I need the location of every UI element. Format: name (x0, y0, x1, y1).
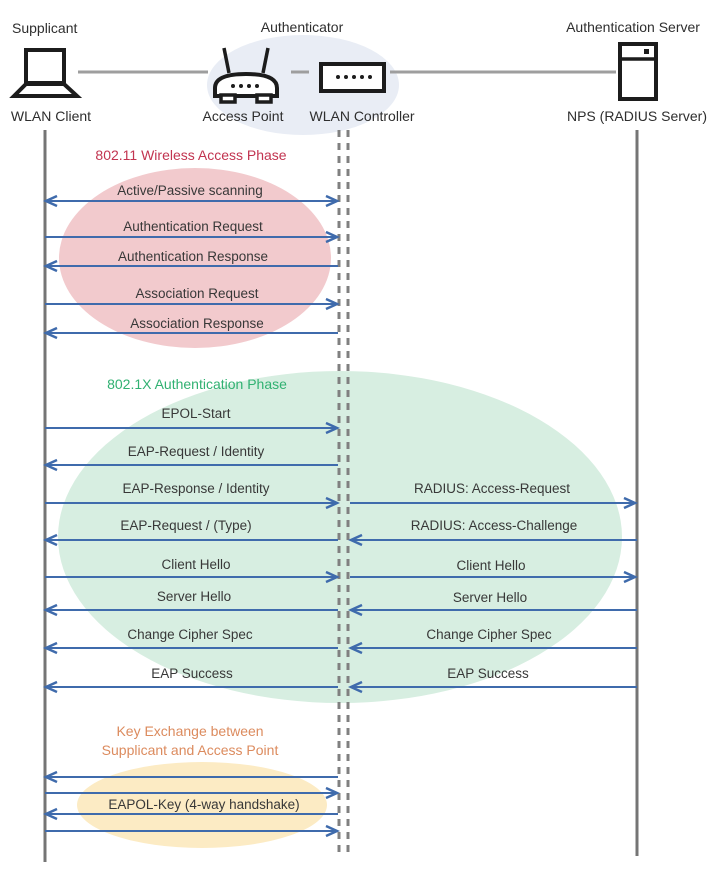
arrow-server-hello-left (42, 603, 338, 617)
laptop-icon (9, 48, 83, 98)
arrow-client-hello-right (350, 570, 639, 584)
phase-title-key-exchange-line2: Supplicant and Access Point (101, 742, 279, 758)
arrow-association-response (42, 326, 338, 340)
arrow-eap-request-identity (42, 458, 338, 472)
arrow-eap-request-type (42, 533, 338, 547)
message-label: EAP Success (151, 666, 233, 681)
arrow-change-cipher-spec-right (347, 641, 637, 655)
role-label-supplicant: Supplicant (12, 20, 78, 36)
arrow-client-hello-left (45, 570, 341, 584)
authenticator-group-ellipse (207, 35, 399, 135)
message-label: Authentication Response (117, 249, 269, 264)
key-exchange-ellipse (77, 762, 327, 848)
message-label: Association Request (135, 286, 259, 301)
arrow-eap-response-identity (45, 496, 341, 510)
message-label: EAP-Request / Identity (127, 444, 265, 459)
role-label-authenticator: Authenticator (260, 19, 344, 35)
role-label-authentication-server: Authentication Server (566, 19, 700, 35)
message-label: EPOL-Start (161, 406, 231, 421)
arrow-active-passive-scanning (42, 194, 341, 208)
arrow-server-hello-right (347, 603, 637, 617)
message-label: RADIUS: Access-Request (413, 481, 571, 496)
arrow-eapol-key-4 (45, 824, 341, 838)
access-point-icon (213, 47, 279, 104)
arrow-eap-success-left (42, 680, 338, 694)
arrow-association-request (45, 297, 341, 311)
message-label: RADIUS: Access-Challenge (410, 518, 578, 533)
server-icon (618, 42, 658, 101)
message-label: Association Response (130, 316, 264, 331)
message-label: Authentication Request (123, 219, 263, 234)
arrow-change-cipher-spec-left (42, 641, 338, 655)
arrow-eapol-key-1 (42, 770, 338, 784)
arrow-radius-access-request (350, 496, 639, 510)
message-label: Change Cipher Spec (426, 627, 552, 642)
arrow-radius-access-challenge (347, 533, 637, 547)
message-label: Client Hello (161, 557, 231, 572)
arrow-authentication-request (45, 230, 341, 244)
message-label: EAP-Request / (Type) (120, 518, 252, 533)
device-label-wlan-client: WLAN Client (10, 108, 92, 124)
message-label: Server Hello (452, 590, 528, 605)
phase-title-key-exchange: Key Exchange between Supplicant and Acce… (102, 722, 279, 760)
phase-title-wireless-access: 802.11 Wireless Access Phase (95, 147, 287, 163)
arrow-eapol-key-3 (42, 807, 338, 821)
message-label: EAP-Response / Identity (122, 481, 270, 496)
arrow-authentication-response (42, 259, 338, 273)
phase-title-key-exchange-line1: Key Exchange between (116, 723, 264, 739)
message-label: EAP Success (447, 666, 529, 681)
device-label-nps-radius-server: NPS (RADIUS Server) (566, 108, 708, 124)
wlan-controller-icon (319, 62, 386, 93)
device-label-wlan-controller: WLAN Controller (309, 108, 415, 124)
message-label: Active/Passive scanning (117, 183, 263, 198)
arrow-eapol-key-2 (45, 786, 341, 800)
arrow-epol-start (45, 421, 341, 435)
message-label: EAPOL-Key (4-way handshake) (108, 797, 300, 812)
arrow-eap-success-right (347, 680, 637, 694)
message-label: Client Hello (456, 558, 526, 573)
message-label: Server Hello (156, 589, 232, 604)
phase-title-authentication: 802.1X Authentication Phase (107, 376, 287, 392)
device-label-access-point: Access Point (202, 108, 284, 124)
message-label: Change Cipher Spec (127, 627, 253, 642)
